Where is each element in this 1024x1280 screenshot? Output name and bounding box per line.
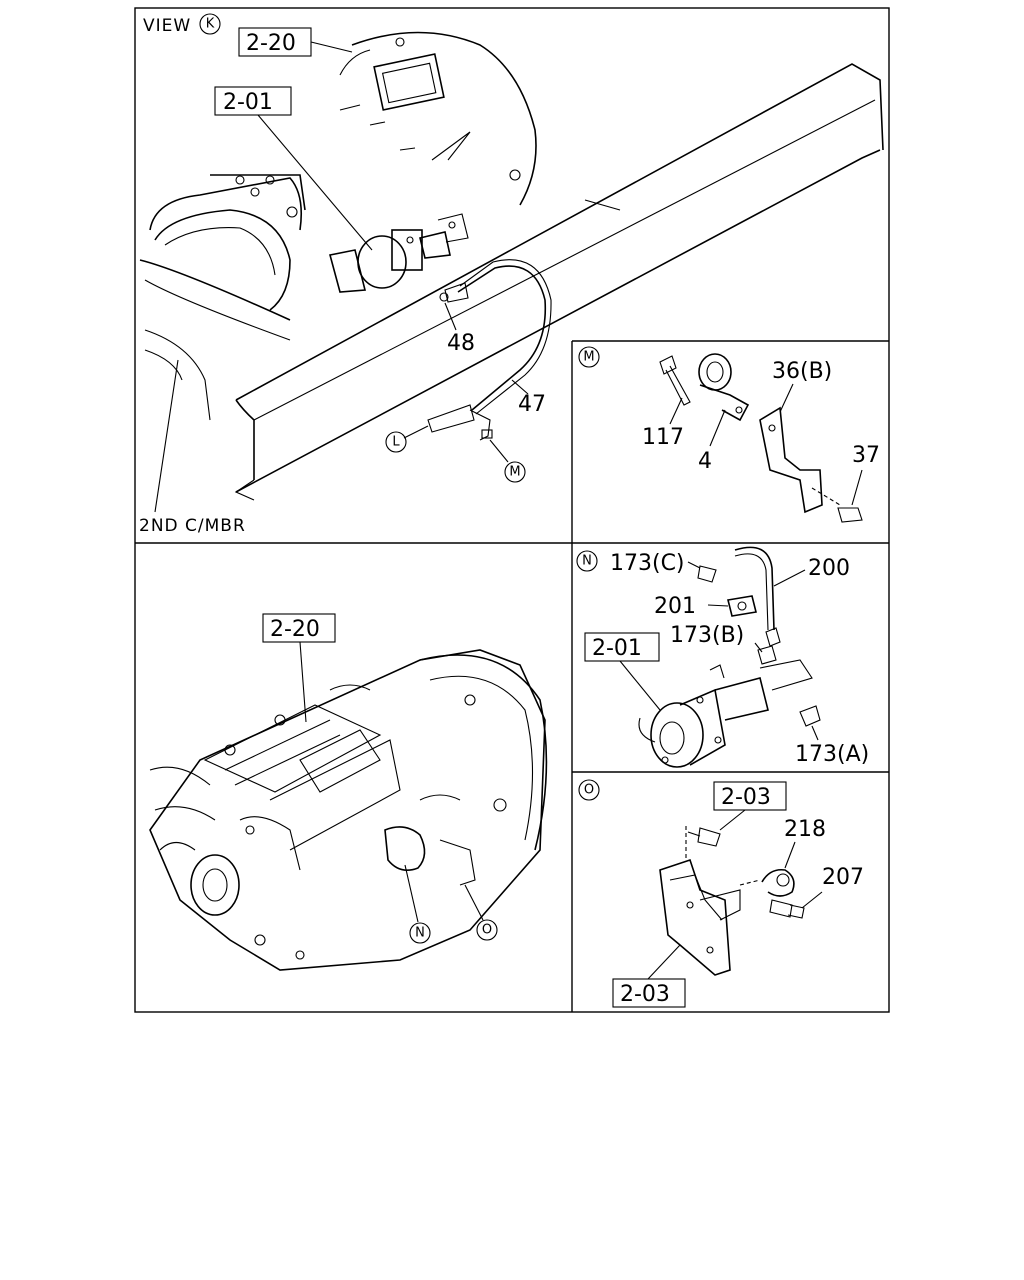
transmission-assembly-sketch	[149, 649, 548, 971]
view-label: VIEW	[143, 16, 191, 36]
svg-text:2-03: 2-03	[620, 982, 670, 1007]
callout-48: 48	[447, 331, 475, 356]
view-k-marker: K	[199, 13, 221, 35]
bracket-36b	[759, 406, 823, 514]
callout-173a: 173(A)	[795, 742, 869, 767]
svg-text:K: K	[206, 17, 215, 32]
svg-text:N: N	[582, 554, 592, 569]
bolt-37	[811, 487, 863, 523]
bracket-2-03	[659, 858, 761, 976]
boxed-ref-2-03-bottom: 2-03	[612, 978, 686, 1008]
panel-detail-m: M 117 4 36(B) 37	[578, 346, 880, 523]
callout-4: 4	[698, 449, 712, 474]
callout-47: 47	[518, 392, 546, 417]
callout-173b: 173(B)	[670, 623, 744, 648]
callout-200: 200	[808, 556, 850, 581]
svg-text:2-03: 2-03	[721, 785, 771, 810]
bolt-117	[659, 355, 691, 406]
marker-m-callout: M	[504, 461, 526, 483]
spring-218	[761, 868, 795, 897]
svg-text:2-20: 2-20	[246, 31, 296, 56]
fitting-173a	[799, 705, 821, 727]
bolt-207	[769, 899, 805, 919]
svg-text:O: O	[584, 783, 594, 798]
clip-4	[698, 353, 750, 422]
detail-m-marker: M	[578, 346, 600, 368]
svg-text:L: L	[392, 435, 400, 450]
clamp-201	[727, 595, 757, 617]
panel-view-k: VIEW K 2-20 2-01	[139, 13, 884, 536]
chassis-frame-member	[139, 63, 884, 501]
svg-text:2-01: 2-01	[223, 90, 273, 115]
diagram-frame	[134, 7, 890, 1013]
detail-o-marker: O	[578, 779, 600, 801]
transmission-housing-sketch	[149, 31, 537, 311]
boxed-ref-2-03-top: 2-03	[713, 781, 787, 811]
boxed-ref-2-01-top: 2-01	[214, 86, 292, 116]
bolt-top-o	[685, 826, 721, 860]
marker-n-callout: N	[409, 922, 431, 944]
boxed-ref-2-20-overview: 2-20	[262, 613, 336, 643]
callout-173c: 173(C)	[610, 551, 685, 576]
fitting-173c	[697, 565, 717, 583]
callout-36b: 36(B)	[772, 359, 832, 384]
svg-text:2-20: 2-20	[270, 617, 320, 642]
marker-l: L	[385, 431, 407, 453]
clutch-booster-top	[329, 213, 469, 293]
callout-218: 218	[784, 817, 826, 842]
svg-text:O: O	[482, 923, 492, 938]
boxed-ref-2-01-detail: 2-01	[584, 632, 660, 662]
fitting-173b	[757, 645, 777, 665]
callout-117: 117	[642, 425, 684, 450]
clutch-booster-detail	[638, 659, 813, 768]
panel-overview: 2-20	[149, 613, 548, 971]
callout-37: 37	[852, 443, 880, 468]
clutch-pipe-47	[427, 259, 552, 441]
callout-201: 201	[654, 594, 696, 619]
boxed-ref-2-20-top: 2-20	[238, 27, 312, 57]
panel-detail-n: N 173(C) 200 201 173(B) 2-01	[576, 546, 869, 768]
panel-detail-o: O 2-03 218 20	[578, 779, 864, 1008]
callout-207: 207	[822, 865, 864, 890]
svg-text:N: N	[415, 926, 425, 941]
frame-label: 2ND C/MBR	[139, 516, 246, 536]
marker-o-callout: O	[476, 919, 498, 941]
svg-text:M: M	[583, 350, 594, 365]
detail-n-marker: N	[576, 550, 598, 572]
svg-text:2-01: 2-01	[592, 636, 642, 661]
svg-text:M: M	[509, 465, 520, 480]
hose-200	[734, 546, 775, 631]
